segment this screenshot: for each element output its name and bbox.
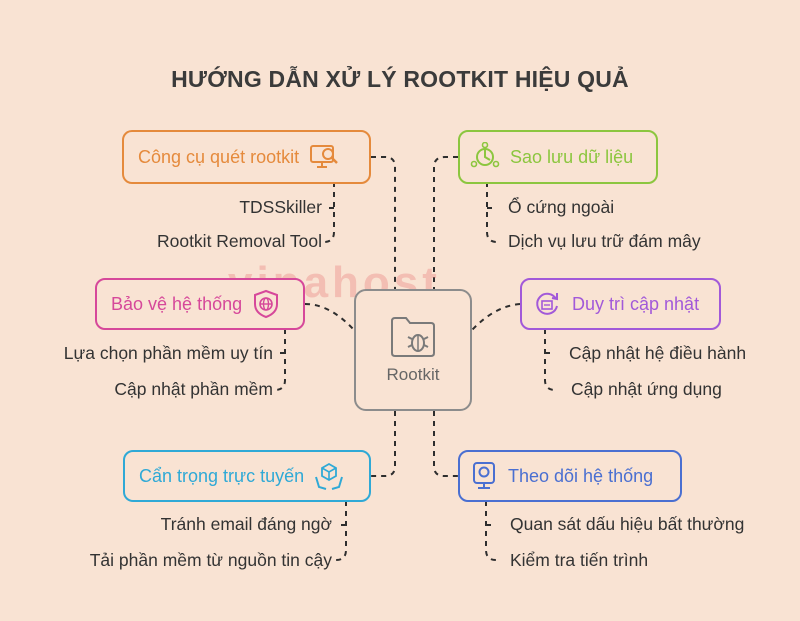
shield-globe-icon <box>252 289 280 319</box>
list-item: Quan sát dấu hiệu bất thường <box>510 514 745 534</box>
list-item: Kiểm tra tiến trình <box>510 550 649 570</box>
list-item: Tải phần mềm từ nguồn tin cậy <box>89 550 332 570</box>
list-item: Ổ cứng ngoài <box>508 197 615 217</box>
branch-label: Sao lưu dữ liệu <box>510 146 634 167</box>
monitor-search-icon <box>309 143 339 171</box>
branch-label: Cẩn trọng trực tuyến <box>139 465 305 486</box>
branch-online-caution: Cẩn trọng trực tuyến <box>123 450 371 502</box>
hands-box-icon <box>314 461 344 491</box>
list-item: Cập nhật phần mềm <box>114 379 273 399</box>
list-item: Rootkit Removal Tool <box>156 231 322 251</box>
branch-label: Duy trì cập nhật <box>572 293 700 314</box>
list-item: Tránh email đáng ngờ <box>160 514 332 534</box>
folder-bug-icon <box>391 317 435 357</box>
branch-system-protection: Bảo vệ hệ thống <box>95 278 305 330</box>
monitor-camera-icon <box>470 461 498 491</box>
branch-data-backup: Sao lưu dữ liệu <box>458 130 658 184</box>
branch-scan-tools: Công cụ quét rootkit <box>122 130 371 184</box>
page-title: HƯỚNG DẪN XỬ LÝ ROOTKIT HIỆU QUẢ <box>171 66 629 92</box>
branch-label: Bảo vệ hệ thống <box>111 293 243 314</box>
list-item: Lựa chọn phần mềm uy tín <box>63 343 273 363</box>
list-item: Dịch vụ lưu trữ đám mây <box>508 231 701 251</box>
list-item: Cập nhật hệ điều hành <box>569 343 747 363</box>
update-refresh-icon <box>532 289 562 319</box>
center-label: Rootkit <box>386 365 440 384</box>
list-item: Cập nhật ứng dụng <box>571 379 722 399</box>
backup-cycle-icon <box>470 142 500 172</box>
branch-system-monitoring: Theo dõi hệ thống <box>458 450 682 502</box>
center-node: Rootkit <box>354 289 472 411</box>
branch-keep-updated: Duy trì cập nhật <box>520 278 721 330</box>
list-item: TDSSkiller <box>239 197 322 217</box>
branch-label: Theo dõi hệ thống <box>508 465 654 486</box>
branch-label: Công cụ quét rootkit <box>138 146 300 167</box>
